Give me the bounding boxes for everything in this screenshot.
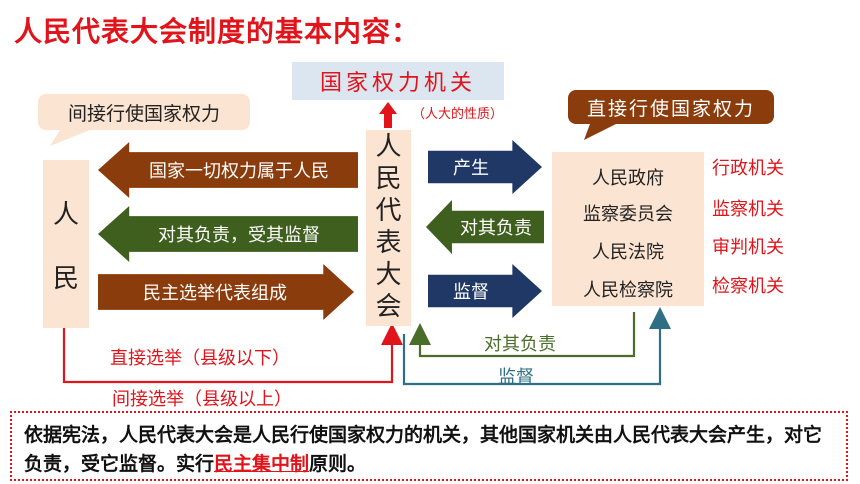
- npc-nature-note: （人大的性质）: [412, 107, 504, 122]
- npc-char: 大: [375, 260, 402, 290]
- npc-char: 表: [375, 228, 402, 258]
- supervise-label: 监督: [498, 367, 534, 388]
- organ-government: 人民政府: [592, 168, 664, 189]
- people-box: 人 民: [43, 160, 89, 328]
- note-highlight: 民主集中制: [214, 453, 310, 475]
- indirect-power-bubble: 间接行使国家权力: [38, 94, 250, 130]
- direct-election-line: [62, 323, 403, 384]
- npc-char: 代: [375, 196, 402, 226]
- organ-supervisory-commission: 监察委员会: [583, 204, 673, 225]
- state-power-organ-label: 国家权力机关: [292, 62, 504, 100]
- supervise-line: [402, 307, 671, 386]
- organ-court: 人民法院: [592, 242, 664, 263]
- npc-char: 民: [375, 164, 402, 194]
- organ-type-judicial: 审判机关: [712, 237, 784, 258]
- constitution-note: 依据宪法，人民代表大会是人民行使国家权力的机关，其他国家机关由人民代表大会产生，…: [10, 411, 848, 481]
- npc-char: 会: [375, 292, 402, 322]
- organ-type-procuratorial: 检察机关: [712, 276, 784, 297]
- organ-type-supervisory: 监察机关: [712, 199, 784, 220]
- note-text-end: 原则。: [309, 453, 367, 475]
- state-organs-box: 人民政府 监察委员会 人民法院 人民检察院: [552, 152, 704, 306]
- left-bubble-tail: [50, 130, 90, 146]
- indirect-election-label: 间接选举（县级以上）: [112, 389, 292, 410]
- organ-type-administrative: 行政机关: [712, 158, 784, 179]
- direct-election-label: 直接选举（县级以下）: [110, 348, 290, 369]
- note-text: 依据宪法，人民代表大会是人民行使国家权力的机关，其他国家机关由人民代表大会产生，…: [24, 424, 823, 475]
- page-title: 人民代表大会制度的基本内容：: [14, 15, 421, 48]
- responsible-label: 对其负责: [484, 334, 556, 355]
- npc-up-arrow-shaft: [384, 112, 392, 128]
- npc-box: 人 民 代 表 大 会: [366, 130, 411, 326]
- responsible-line: [409, 312, 636, 358]
- organ-procuratorate: 人民检察院: [583, 280, 673, 301]
- people-char: 民: [52, 264, 79, 294]
- right-bubble-tail: [584, 124, 616, 140]
- npc-char: 人: [375, 132, 402, 162]
- direct-power-bubble: 直接行使国家权力: [568, 90, 774, 124]
- npc-up-arrow-head: [379, 102, 397, 114]
- people-char: 人: [52, 200, 79, 230]
